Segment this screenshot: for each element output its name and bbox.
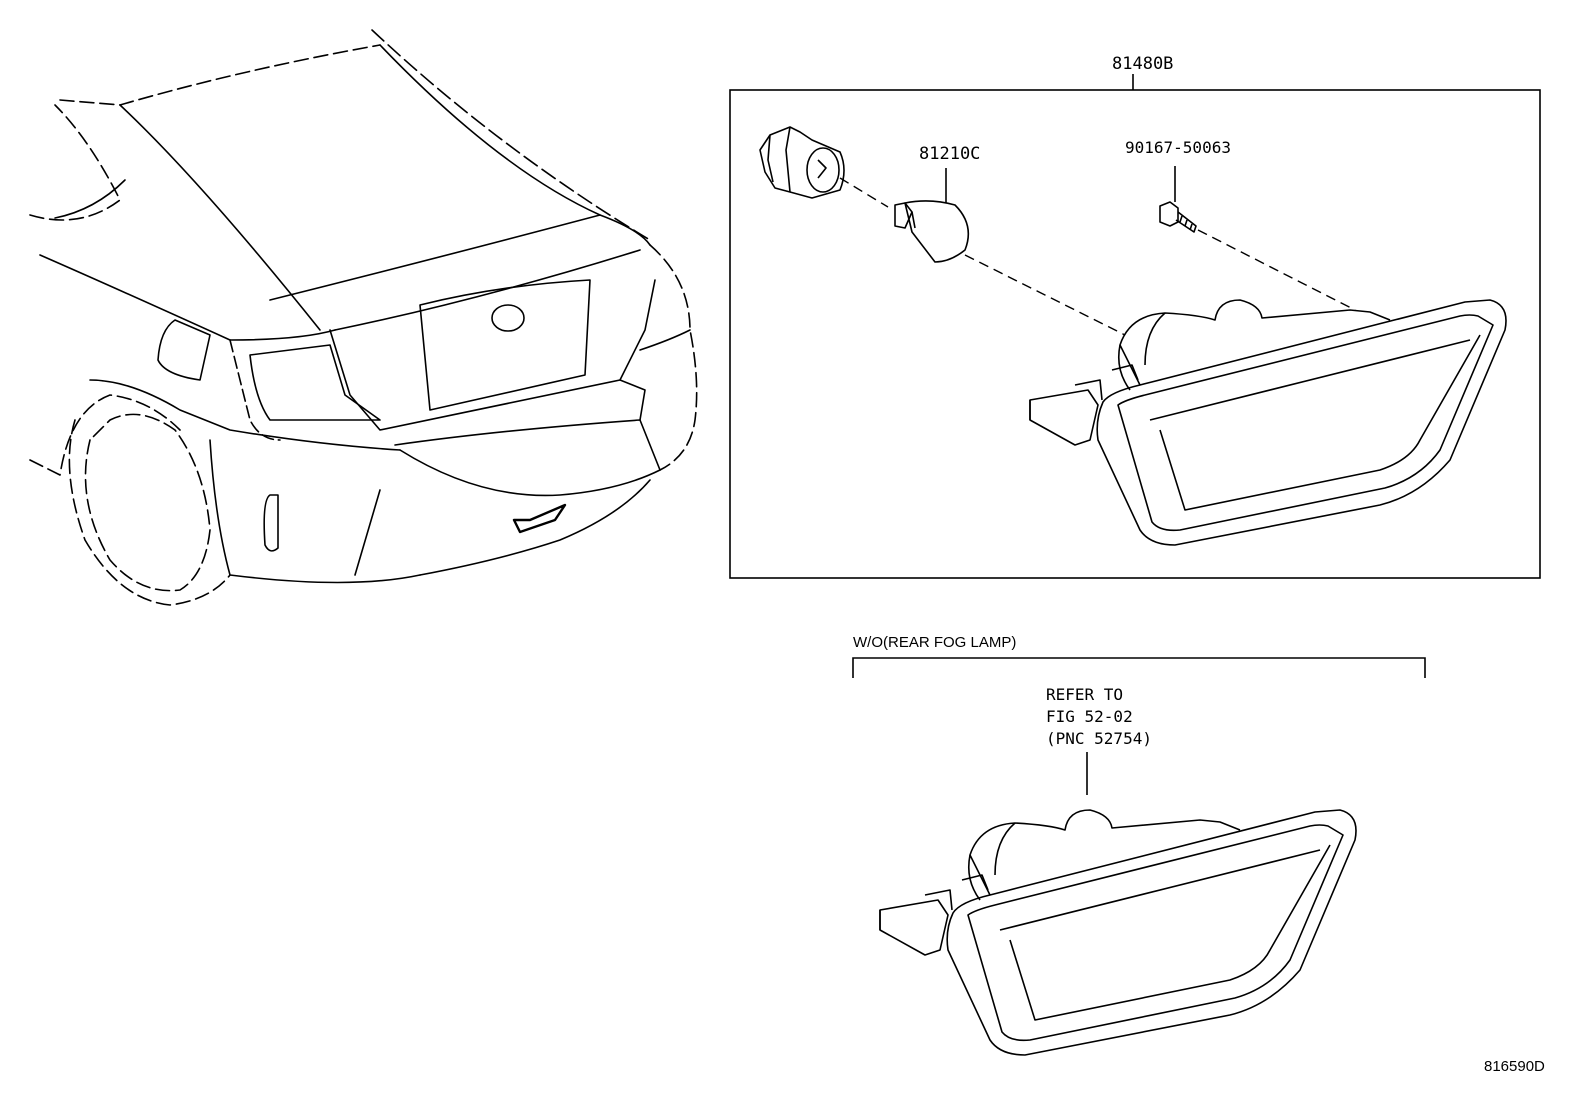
assembly-part-number: 81480B [1112, 54, 1174, 74]
refer-to-line3: (PNC 52754) [1046, 729, 1152, 748]
variant-bracket [852, 657, 1426, 795]
car-rear-illustration [29, 29, 698, 606]
screw-illustration [1159, 201, 1197, 233]
refer-to-line1: REFER TO [1046, 685, 1124, 704]
variant-label: W/O(REAR FOG LAMP) [853, 634, 1017, 651]
bulb-part-number: 81210C [919, 144, 981, 164]
fog-lamp-assembly-illustration [1029, 299, 1507, 546]
assembly-callout-box [729, 74, 1541, 579]
screw-part-number: 90167-50063 [1125, 138, 1231, 157]
refer-to-line2: FIG 52-02 [1046, 707, 1133, 726]
illustration-id: 816590D [1484, 1058, 1545, 1075]
lamp-without-rear-fog-illustration [879, 809, 1357, 1056]
bulb-socket-illustration [759, 126, 845, 199]
bulb-illustration [894, 200, 970, 263]
